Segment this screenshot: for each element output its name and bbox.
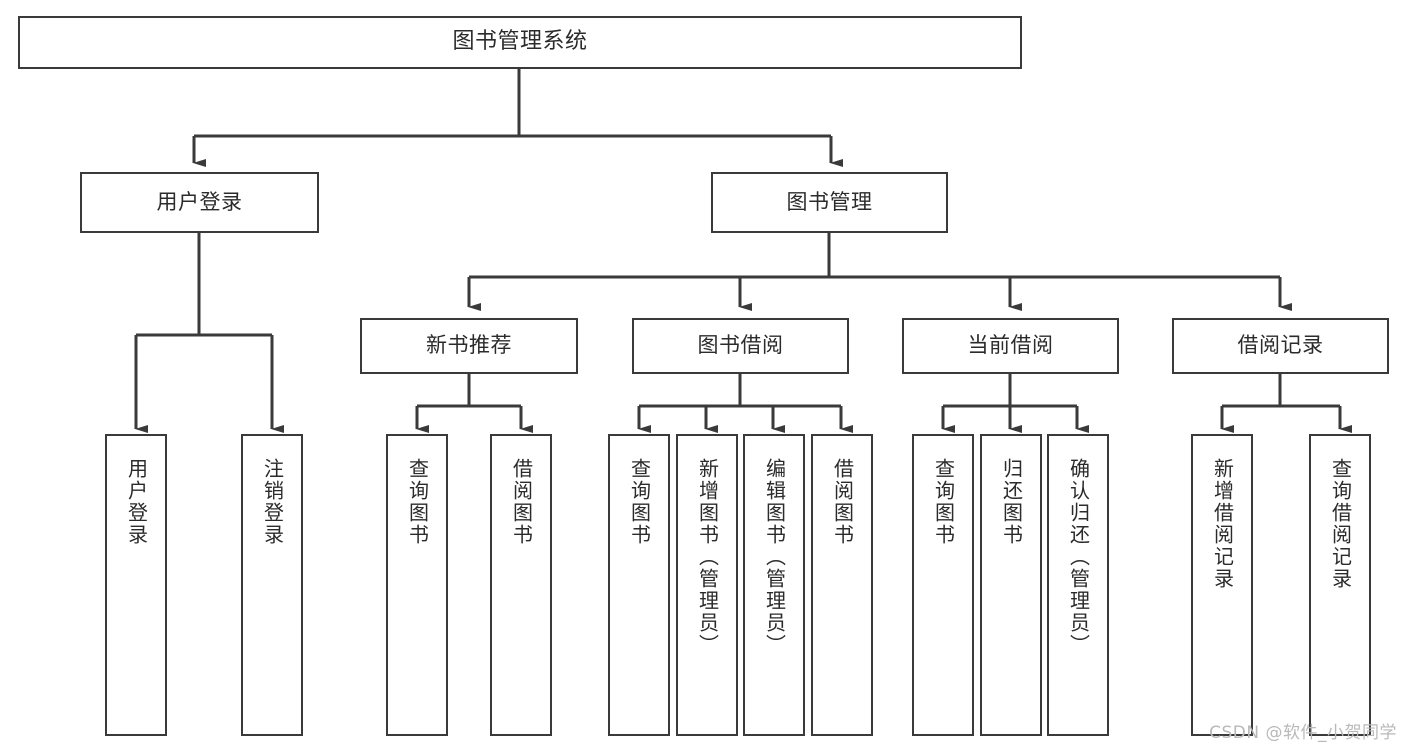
node-leaf-logout-login-label: 注销登录 [260,458,285,546]
node-book-management[interactable]: 图书管理 [711,172,948,233]
node-leaf-query-record[interactable]: 查询借阅记录 [1309,434,1371,736]
node-leaf-edit-book-label: 编辑图书（管理员） [762,458,787,656]
node-leaf-borrow-book-2[interactable]: 借阅图书 [811,434,873,736]
node-leaf-edit-book[interactable]: 编辑图书（管理员） [743,434,805,736]
node-book-borrow-label: 图书借阅 [697,333,784,358]
node-leaf-query-book-2-label: 查询图书 [627,458,652,546]
node-leaf-borrow-book-1[interactable]: 借阅图书 [490,434,552,736]
node-root-label: 图书管理系统 [452,29,588,55]
node-leaf-return-book-label: 归还图书 [999,458,1024,546]
node-user-login-label: 用户登录 [156,189,243,214]
node-leaf-confirm-return[interactable]: 确认归还（管理员） [1047,434,1109,736]
node-leaf-query-book-3-label: 查询图书 [931,458,956,546]
node-borrow-record[interactable]: 借阅记录 [1172,318,1389,374]
node-leaf-query-book-2[interactable]: 查询图书 [608,434,670,736]
node-new-book-recommend-label: 新书推荐 [426,333,512,358]
node-leaf-query-book-1-label: 查询图书 [405,458,430,546]
node-borrow-record-label: 借阅记录 [1237,333,1324,358]
node-leaf-query-book-1[interactable]: 查询图书 [386,434,448,736]
node-user-login[interactable]: 用户登录 [80,172,319,233]
watermark-text: CSDN @软件_小贺同学 [1209,723,1397,743]
node-leaf-logout-login[interactable]: 注销登录 [241,434,303,736]
node-leaf-query-record-label: 查询借阅记录 [1328,458,1353,590]
node-leaf-user-login-label: 用户登录 [124,458,149,546]
node-leaf-add-book-label: 新增图书（管理员） [695,458,720,656]
node-root[interactable]: 图书管理系统 [18,16,1022,69]
node-leaf-add-record-label: 新增借阅记录 [1210,458,1235,590]
node-leaf-user-login[interactable]: 用户登录 [105,434,167,736]
node-leaf-confirm-return-label: 确认归还（管理员） [1066,458,1091,656]
node-current-borrow[interactable]: 当前借阅 [902,318,1119,374]
node-leaf-add-record[interactable]: 新增借阅记录 [1191,434,1253,736]
node-leaf-borrow-book-1-label: 借阅图书 [509,458,534,546]
node-leaf-borrow-book-2-label: 借阅图书 [830,458,855,546]
node-book-management-label: 图书管理 [786,189,873,214]
node-new-book-recommend[interactable]: 新书推荐 [360,318,578,374]
node-leaf-query-book-3[interactable]: 查询图书 [912,434,974,736]
node-leaf-return-book[interactable]: 归还图书 [980,434,1042,736]
node-current-borrow-label: 当前借阅 [967,333,1054,358]
node-book-borrow[interactable]: 图书借阅 [632,318,849,374]
node-leaf-add-book[interactable]: 新增图书（管理员） [676,434,738,736]
